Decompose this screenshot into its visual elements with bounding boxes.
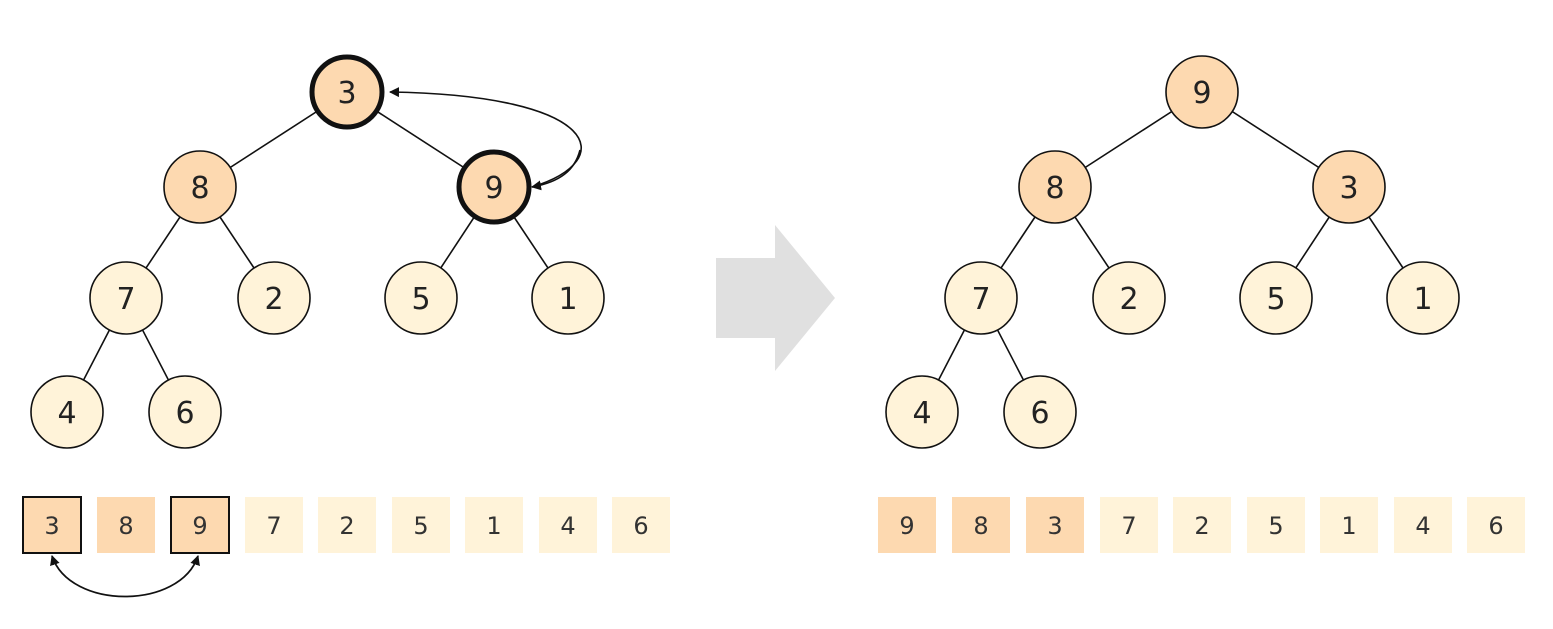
array-cell-value: 9: [192, 512, 207, 540]
array-cell-value: 1: [1341, 512, 1356, 540]
tree-node: [944, 261, 1018, 335]
array-cell: [1173, 497, 1231, 553]
array-cell: [1320, 497, 1378, 553]
array-cell-value: 9: [899, 512, 914, 540]
array-cell-value: 7: [1121, 512, 1136, 540]
tree-node: [309, 54, 385, 130]
tree-node: [456, 149, 532, 225]
tree-node: [885, 375, 959, 449]
tree-node: [1003, 375, 1077, 449]
tree-node-value: 7: [116, 282, 135, 317]
tree-node-value: 6: [1030, 396, 1049, 431]
tree-node: [1018, 150, 1092, 224]
before-heap: 3 3 8 8 9 9 7 7 2 2 5 5 1 1 4 4 6 6: [22, 54, 670, 554]
tree-node-value: 1: [558, 282, 577, 317]
tree-node: [237, 261, 311, 335]
array-cell-value: 1: [486, 512, 501, 540]
tree-node-value: 6: [175, 396, 194, 431]
tree-swap-arrow-head: [531, 149, 581, 191]
array-cell-value: 5: [413, 512, 428, 540]
tree-node: [1386, 261, 1460, 335]
tree-node-value: 4: [57, 396, 76, 431]
array-cell: [318, 497, 376, 553]
array-cell-value: 8: [118, 512, 133, 540]
tree-node-value: 2: [264, 282, 283, 317]
array-cell-value: 2: [339, 512, 354, 540]
array-cell: [465, 497, 523, 553]
array-cell-value: 5: [1268, 512, 1283, 540]
after-heap: 9 9 8 8 3 3 7 7 2 2 5 5 1 1 4 4 6 6: [878, 55, 1525, 553]
tree-node: [163, 150, 237, 224]
array-cell: [612, 497, 670, 553]
array-cell-value: 6: [1488, 512, 1503, 540]
tree-node: [30, 375, 104, 449]
array-cell-value: 4: [560, 512, 575, 540]
tree-node-value: 7: [971, 282, 990, 317]
tree-node-value: 1: [1413, 282, 1432, 317]
array-cell-value: 3: [1047, 512, 1062, 540]
array-cell-value: 7: [266, 512, 281, 540]
tree-node-value: 4: [912, 396, 931, 431]
array-cell-value: 4: [1415, 512, 1430, 540]
tree-node-value: 3: [337, 76, 356, 111]
tree-node-value: 5: [411, 282, 430, 317]
array-cell: [245, 497, 303, 553]
tree-node: [89, 261, 163, 335]
tree-node: [148, 375, 222, 449]
array-cell: [1394, 497, 1452, 553]
tree-node-value: 9: [1192, 76, 1211, 111]
array-cell: [1467, 497, 1525, 553]
array-cell: [22, 496, 82, 554]
array-cell: [1026, 497, 1084, 553]
tree-node-value: 2: [1119, 282, 1138, 317]
tree-swap-arrow: [389, 87, 582, 188]
tree-node: [531, 261, 605, 335]
array-cell: [170, 496, 230, 554]
array-cell-value: 6: [633, 512, 648, 540]
array-cell: [392, 497, 450, 553]
array-cell: [97, 497, 155, 553]
array-cell-value: 2: [1194, 512, 1209, 540]
array-cell: [952, 497, 1010, 553]
tree-node: [1092, 261, 1166, 335]
tree-node-value: 8: [1045, 171, 1064, 206]
array-cell-value: 8: [973, 512, 988, 540]
array-swap-arrow: [50, 555, 200, 598]
array-cell: [1247, 497, 1305, 553]
array-cell: [539, 497, 597, 553]
tree-node-value: 8: [190, 171, 209, 206]
tree-node-value: 5: [1266, 282, 1285, 317]
tree-node-value: 3: [1339, 171, 1358, 206]
array-cell: [1100, 497, 1158, 553]
array-cell: [878, 497, 936, 553]
array-cell-value: 3: [44, 512, 59, 540]
transition-arrow-icon: [716, 225, 835, 371]
tree-node: [1165, 55, 1239, 129]
tree-node: [1312, 150, 1386, 224]
tree-node-value: 9: [484, 171, 503, 206]
tree-node: [1239, 261, 1313, 335]
tree-node: [384, 261, 458, 335]
